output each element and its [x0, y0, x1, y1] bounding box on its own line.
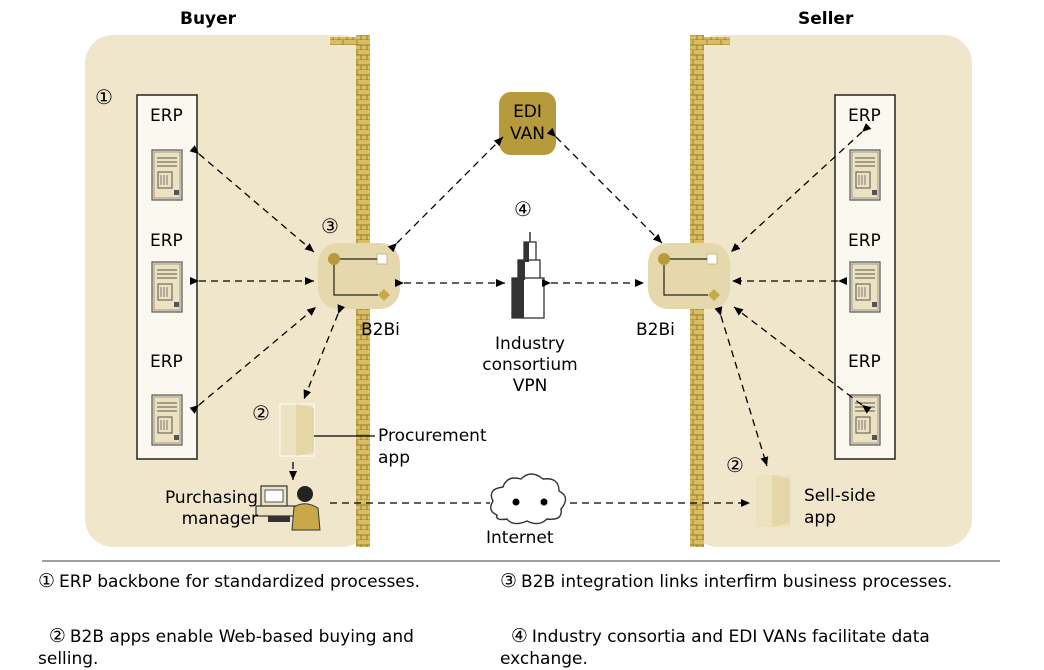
legend-marker: ③	[500, 570, 518, 592]
marker-4: ④	[514, 197, 532, 221]
legend-marker: ②	[48, 625, 66, 647]
marker-2-buyer: ②	[252, 401, 270, 425]
seller-header: Seller	[798, 9, 854, 29]
procurement-app-label: Procurement app	[378, 426, 487, 468]
internet-label: Internet	[486, 528, 554, 548]
b2b-diagram	[42, 35, 1000, 562]
buyer-b2bi-label: B2Bi	[361, 320, 400, 340]
sell-side-app-label: Sell-side app	[804, 486, 876, 528]
erp-server-icon	[849, 149, 881, 201]
legend-text: B2B integration links interfirm business…	[521, 572, 953, 592]
legend-text: B2B apps enable Web-based buying and sel…	[38, 627, 414, 669]
erp-server-icon	[151, 261, 183, 313]
sell-side-app-icon	[756, 475, 790, 527]
legend-text: Industry consortia and EDI VANs facilita…	[500, 627, 930, 669]
legend-marker: ①	[38, 570, 56, 592]
consortium-label: Industry consortium VPN	[482, 334, 578, 396]
marker-3: ③	[321, 214, 339, 238]
edi-van-label: EDI VAN	[510, 102, 545, 144]
b2bi-hub-icon	[647, 242, 731, 310]
marker-2-seller: ②	[726, 453, 744, 477]
erp-server-icon	[151, 394, 183, 446]
seller-b2bi-label: B2Bi	[636, 320, 675, 340]
b2bi-hub-icon	[317, 242, 401, 310]
erp-server-icon	[849, 261, 881, 313]
internet-cloud-icon	[490, 473, 567, 525]
skyscraper-icon	[511, 232, 545, 319]
purchasing-manager-icon	[255, 485, 321, 531]
edi-van-icon	[499, 92, 556, 155]
erp-server-icon	[849, 394, 881, 446]
marker-1: ①	[95, 85, 113, 109]
legend-marker: ④	[510, 625, 528, 647]
buyer-erp-label: ERP	[150, 231, 183, 251]
buyer-header: Buyer	[180, 9, 237, 29]
seller-erp-label: ERP	[848, 106, 881, 126]
legend-text: ERP backbone for standardized processes.	[59, 572, 421, 592]
procurement-app-icon	[279, 403, 315, 457]
purchasing-manager-label: Purchasing manager	[164, 488, 258, 529]
seller-erp-label: ERP	[848, 231, 881, 251]
seller-erp-label: ERP	[848, 352, 881, 372]
buyer-erp-label: ERP	[150, 106, 183, 126]
buyer-erp-label: ERP	[150, 352, 183, 372]
erp-server-icon	[151, 149, 183, 201]
